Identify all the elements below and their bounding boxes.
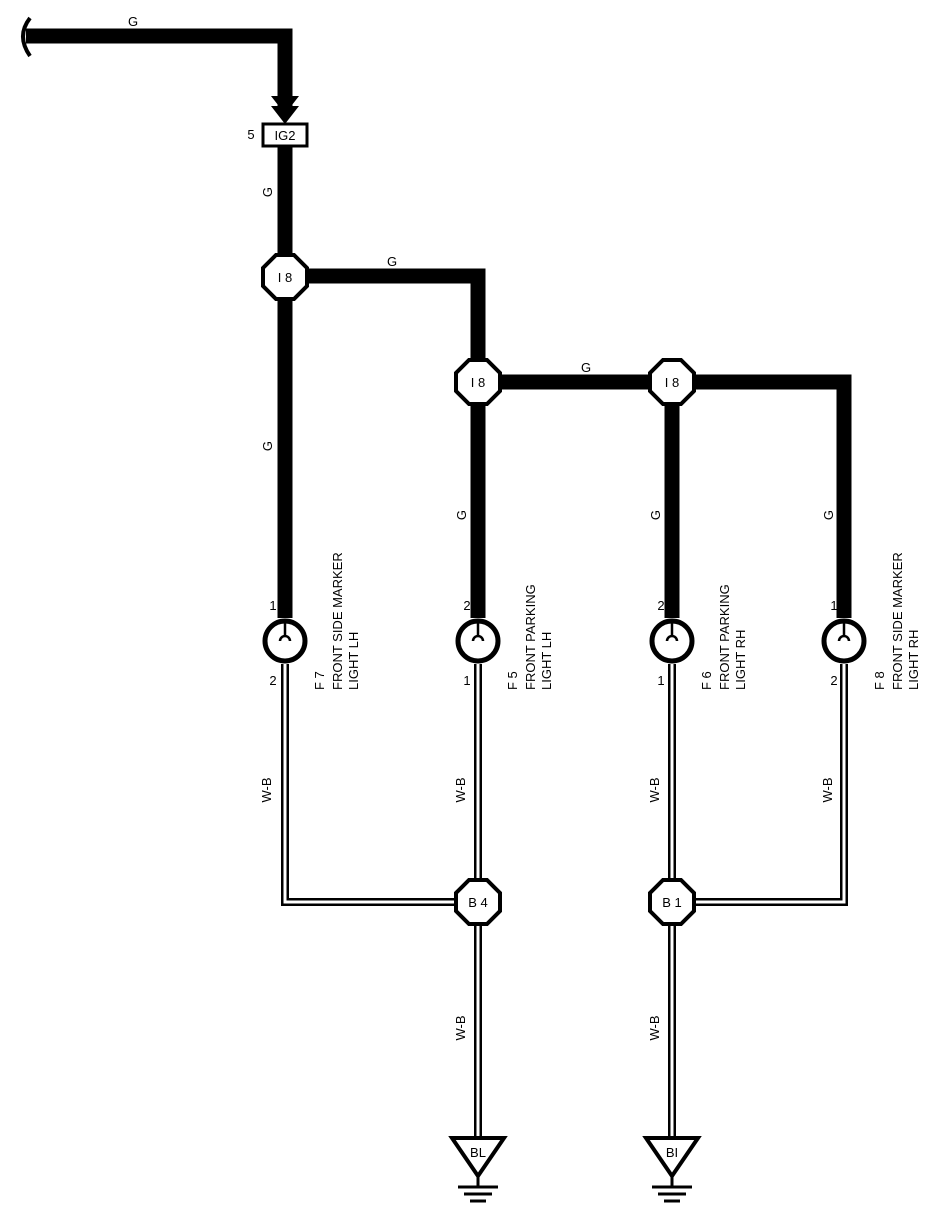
ground-bi-label: BI [666, 1145, 678, 1160]
connector-ig2-label: IG2 [275, 128, 296, 143]
light-lh-parking-name: FRONT PARKING [523, 584, 538, 690]
wire-label-ground-rh-marker: W-B [820, 777, 835, 802]
wire-label-ground-rh-parking: W-B [647, 777, 662, 802]
splice-b1-label: B 1 [662, 895, 682, 910]
light-rh-parking-name: FRONT PARKING [717, 584, 732, 690]
wire-label-drop-lh-marker: G [260, 441, 275, 451]
wire-label-drop-rh-parking: G [648, 510, 663, 520]
wire-label-to-ground-left: W-B [453, 1015, 468, 1040]
splice-i8-left: I 8 [454, 358, 502, 406]
wire-lh-marker-to-b4 [283, 664, 456, 904]
ground-bl-icon: BL [448, 1136, 508, 1203]
source-wire [26, 28, 293, 106]
wire-break-icon [21, 16, 32, 58]
wire-label-below-ig2: G [260, 187, 275, 197]
bulb-rh-marker-icon [821, 618, 867, 664]
wire-rh-marker-to-b1 [692, 664, 846, 904]
wire-label-drop-rh-marker: G [821, 510, 836, 520]
light-rh-marker-side: LIGHT RH [906, 630, 921, 690]
light-lh-marker-name: FRONT SIDE MARKER [330, 552, 345, 690]
connector-arrow-icon [271, 96, 299, 124]
wb-wire-harness [281, 664, 848, 1140]
pin-lh-parking-bottom: 1 [463, 673, 470, 688]
wire-label-drop-lh-parking: G [454, 510, 469, 520]
light-rh-parking-id: F 6 [699, 671, 714, 690]
light-lh-parking-id: F 5 [505, 671, 520, 690]
light-lh-parking-side: LIGHT LH [539, 632, 554, 690]
splice-i8-right: I 8 [648, 358, 696, 406]
pin-rh-marker-bottom: 2 [830, 673, 837, 688]
wire-i8-right-to-rh-marker [694, 374, 852, 618]
ground-bl-label: BL [470, 1145, 486, 1160]
bulb-rh-parking-icon [649, 618, 695, 664]
pin-lh-parking-top: 2 [463, 598, 470, 613]
pin-lh-marker-top: 1 [269, 598, 276, 613]
splice-i8-top: I 8 [261, 253, 309, 301]
wire-label-top: G [128, 14, 138, 29]
pin-lh-marker-bottom: 2 [269, 673, 276, 688]
splice-i8-left-label: I 8 [471, 375, 485, 390]
splice-b1: B 1 [648, 878, 696, 926]
splice-i8-top-label: I 8 [278, 270, 292, 285]
light-rh-marker-name: FRONT SIDE MARKER [890, 552, 905, 690]
wire-label-ground-lh-parking: W-B [453, 777, 468, 802]
wire-label-to-ground-right: W-B [647, 1015, 662, 1040]
light-rh-marker-id: F 8 [872, 671, 887, 690]
splice-i8-right-label: I 8 [665, 375, 679, 390]
bulb-lh-parking-icon [455, 618, 501, 664]
light-lh-marker-id: F 7 [312, 671, 327, 690]
splice-b4-label: B 4 [468, 895, 488, 910]
wire-label-ground-lh-marker: W-B [259, 777, 274, 802]
light-lh-marker-side: LIGHT LH [346, 632, 361, 690]
wire-i8-top-to-i8-left [305, 268, 486, 360]
pin-rh-parking-bottom: 1 [657, 673, 664, 688]
bulb-lh-marker-icon [262, 618, 308, 664]
g-wire-harness [26, 28, 852, 618]
splice-b4: B 4 [454, 878, 502, 926]
pin-rh-marker-top: 1 [830, 598, 837, 613]
wire-label-branch-1: G [387, 254, 397, 269]
connector-ig2-pin: 5 [247, 127, 254, 142]
wire-label-branch-2: G [581, 360, 591, 375]
connector-ig2: IG2 5 [247, 122, 309, 148]
light-rh-parking-side: LIGHT RH [733, 630, 748, 690]
pin-rh-parking-top: 2 [657, 598, 664, 613]
ground-bi-icon: BI [642, 1136, 702, 1203]
